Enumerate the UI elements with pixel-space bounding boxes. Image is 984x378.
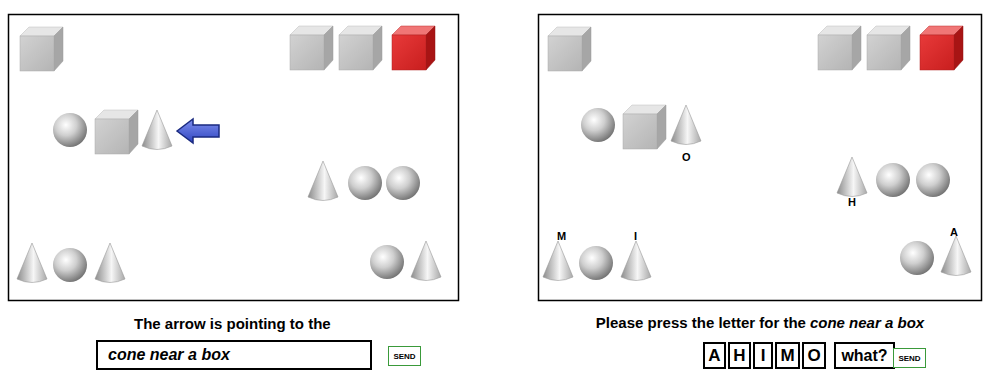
sphere [370,245,404,279]
instruction-target: cone near a box [810,314,924,331]
node-text: SEND [393,352,415,361]
instruction-text: Please press the letter for the [596,314,806,331]
node-text: cone near a box [108,346,230,364]
cone [621,241,651,281]
letter-button: A [703,342,726,369]
cone [142,110,172,150]
node-text: SEND [898,354,920,363]
red-cube [392,26,435,70]
letter-label: O [682,151,691,163]
cone [411,241,441,281]
node-text: what? [841,347,887,365]
cube [339,26,382,70]
sphere [386,166,420,200]
cube [623,105,666,149]
cone [543,241,573,281]
cone [308,161,338,201]
cube [548,27,591,71]
node-text: A [708,346,720,366]
sphere [579,246,613,280]
sphere [581,108,615,142]
scene-frame [9,15,459,301]
red-cube [920,26,963,70]
cone [837,157,867,197]
what-button: what? [834,342,895,369]
instruction-row: Please press the letter for thecone near… [538,314,982,331]
letter-label: I [634,230,637,242]
node-text: I [761,346,766,366]
letter-button: H [728,342,751,369]
node-text: O [807,346,820,366]
cone [941,236,971,276]
send-button: SEND [388,346,421,366]
answer-textbox: cone near a box [96,340,372,370]
letter-button: M [775,342,800,369]
letter-label: M [557,230,566,242]
letter-button: I [753,342,773,369]
cone [17,243,47,283]
cone [95,243,125,283]
scene-frame [539,15,982,301]
sphere [348,166,382,200]
cone [671,105,701,145]
cube [20,27,63,71]
node-text: H [733,346,745,366]
letter-label: A [950,226,958,238]
cube [290,26,333,70]
letter-button: O [802,342,826,369]
letter-label: H [848,196,856,208]
send-button: SEND [893,348,926,368]
instruction-text: The arrow is pointing to the [134,315,331,332]
pointer-arrow [177,119,219,143]
cube [818,26,861,70]
sphere [53,113,87,147]
cube [867,26,910,70]
sphere [53,248,87,282]
node-text: M [780,346,794,366]
sphere [900,241,934,275]
sphere [916,163,950,197]
cube [95,110,138,154]
sphere [876,163,910,197]
